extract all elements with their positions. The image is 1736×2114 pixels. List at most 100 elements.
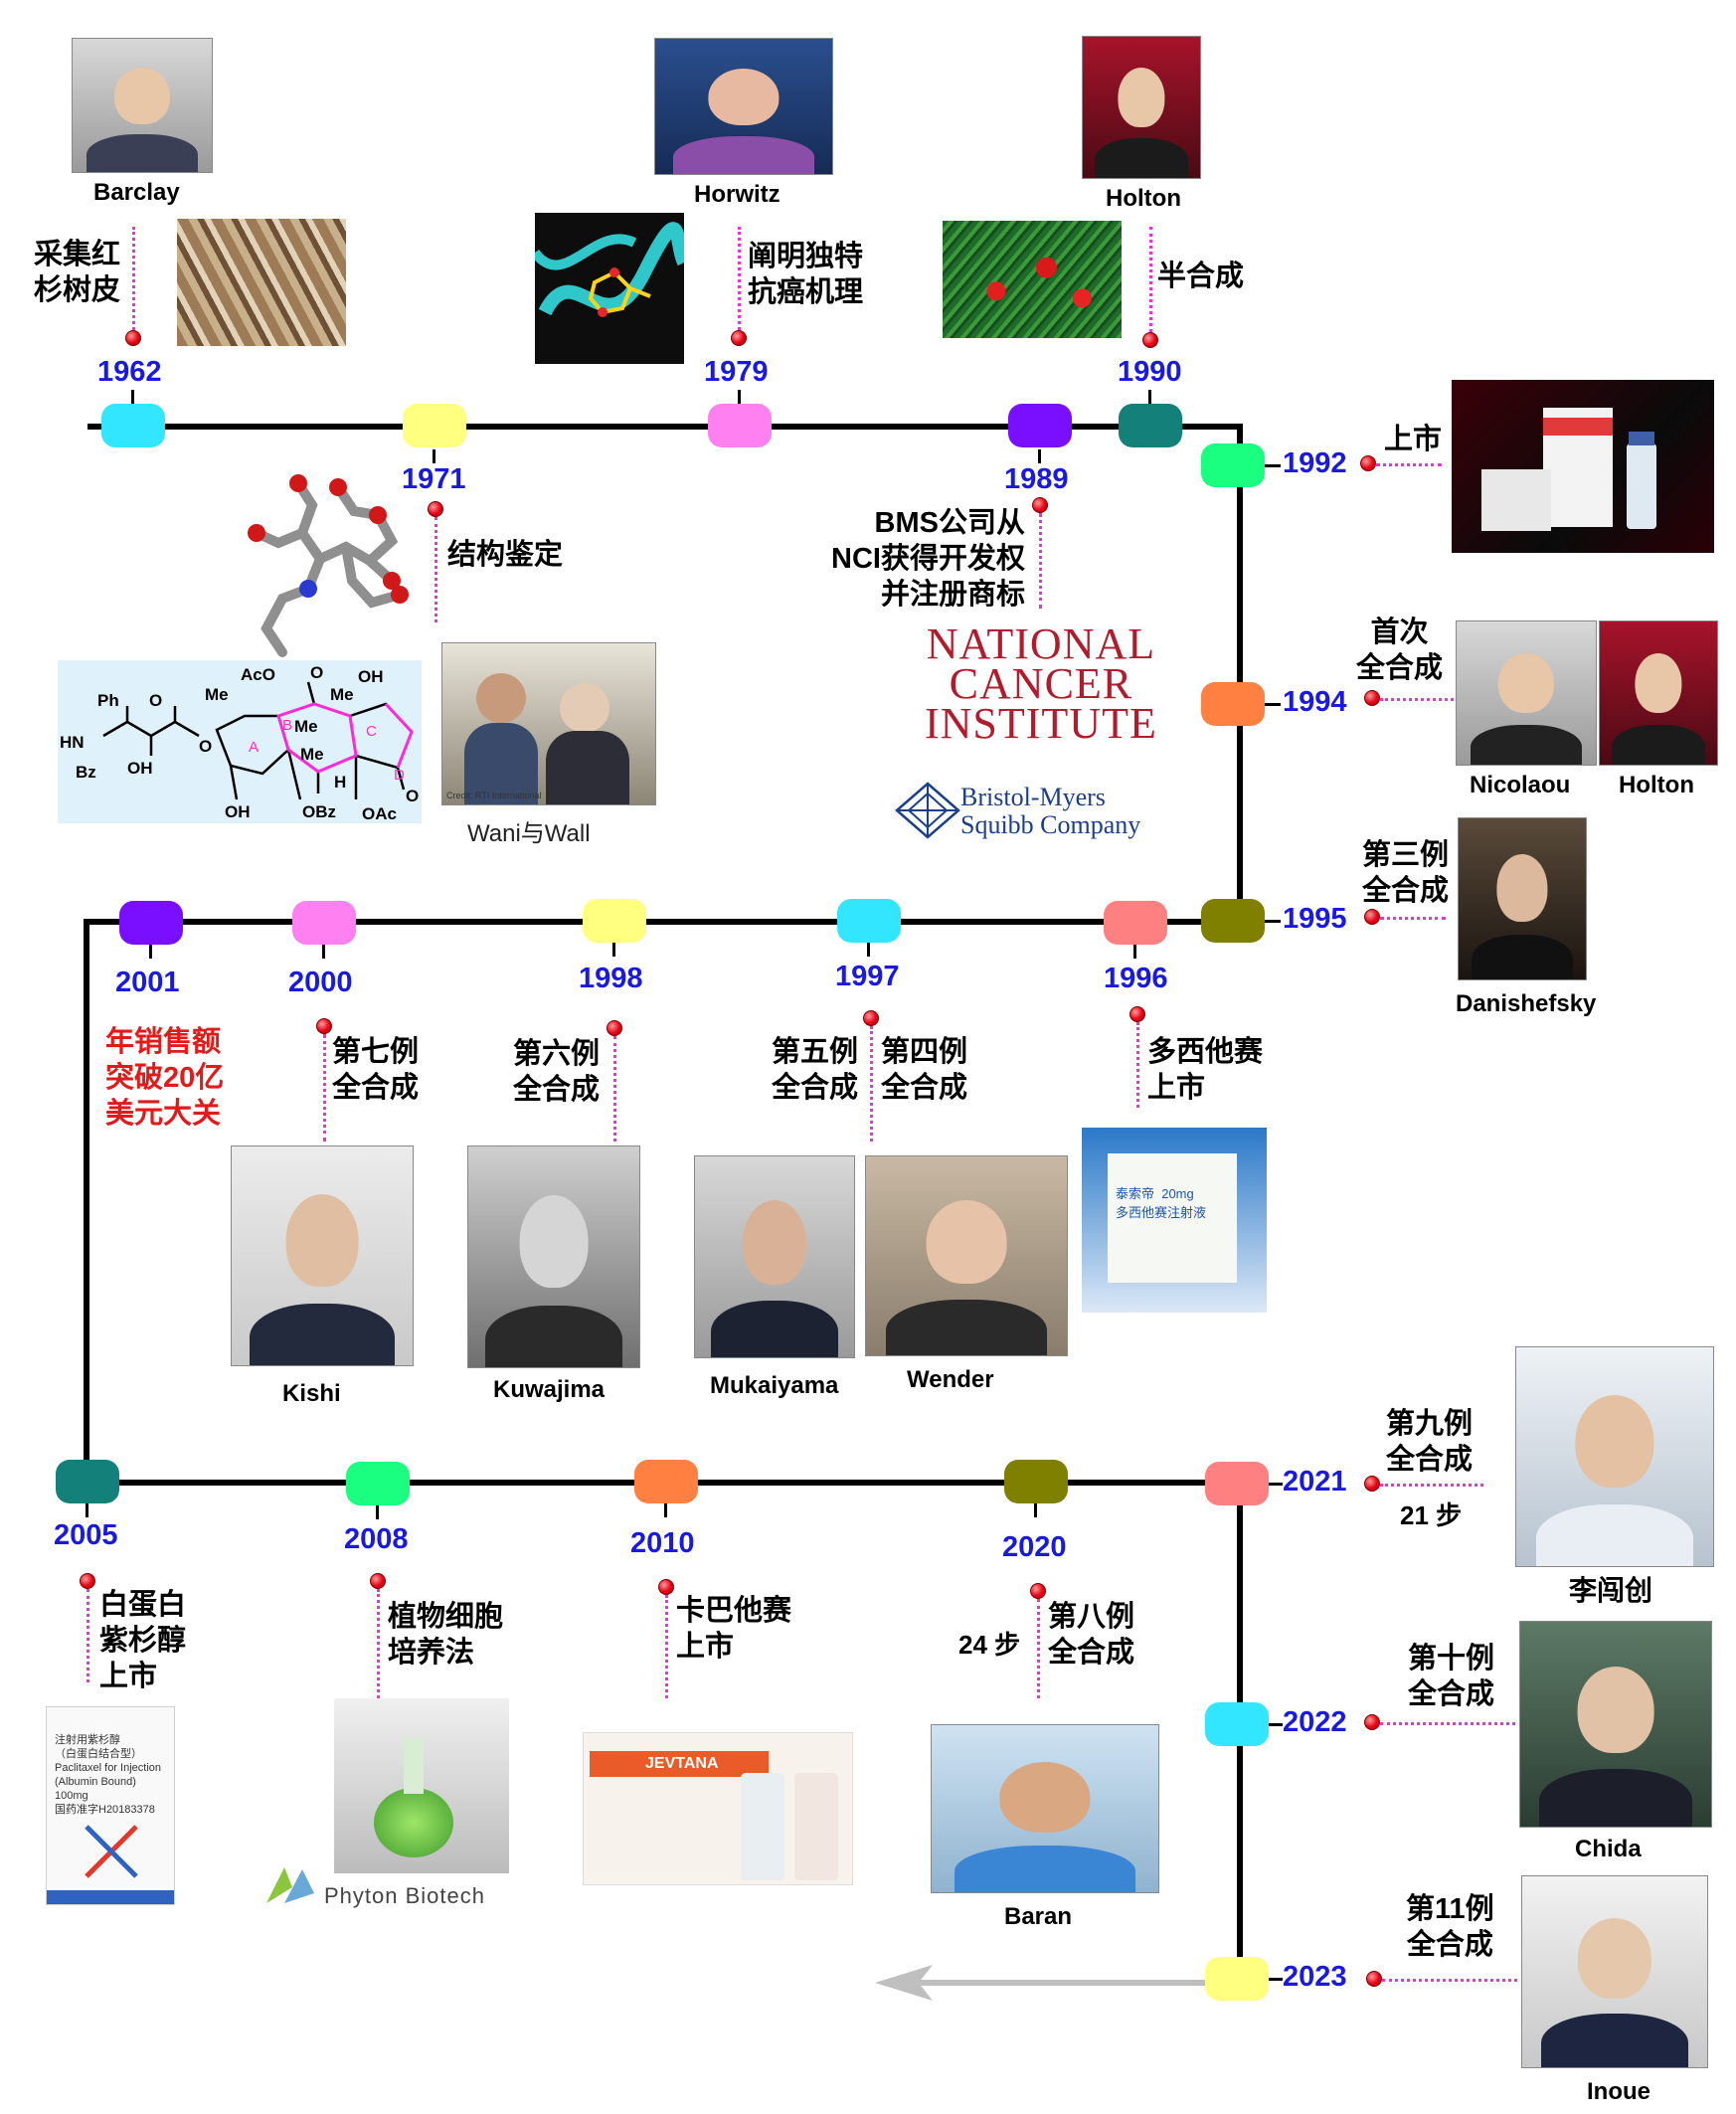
- name-nicolaou: Nicolaou: [1470, 772, 1571, 798]
- dotted-2005: [87, 1589, 89, 1682]
- timeline-right-vertical-1: [1237, 424, 1243, 925]
- event-1997-wender: 第四例 全合成: [881, 1036, 968, 1104]
- photo-holton-1990: [1082, 36, 1201, 179]
- wall-body: [546, 731, 629, 804]
- dotted-2022: [1380, 1722, 1515, 1725]
- name-danishefsky: Danishefsky: [1456, 990, 1597, 1017]
- name-inoue: Inoue: [1587, 2078, 1650, 2105]
- node-2022[interactable]: [1205, 1702, 1269, 1746]
- nci-logo: NATIONAL CANCER INSTITUTE: [925, 619, 1157, 748]
- tick-1998: [612, 943, 615, 957]
- event-2022: 第十例 全合成: [1408, 1643, 1495, 1710]
- structure-o3: O: [310, 663, 323, 682]
- pin-1995: [1364, 909, 1380, 925]
- abraxane-footer-bar: [47, 1890, 174, 1904]
- event-1979: 阐明独特 抗癌机理: [748, 241, 864, 308]
- year-1995: 1995: [1283, 903, 1347, 935]
- name-kishi: Kishi: [282, 1380, 341, 1407]
- node-2021[interactable]: [1205, 1462, 1269, 1505]
- event-2008: 植物细胞 培养法: [388, 1601, 504, 1669]
- dotted-1979: [738, 227, 741, 330]
- year-2021: 2021: [1283, 1466, 1347, 1497]
- dotted-1971: [434, 517, 437, 622]
- node-2020[interactable]: [1004, 1460, 1068, 1503]
- node-1989[interactable]: [1008, 404, 1072, 447]
- year-2008: 2008: [344, 1523, 409, 1555]
- node-1962[interactable]: [101, 404, 165, 447]
- structure-obz: OBz: [302, 802, 336, 821]
- bms-logo-text: Bristol-Myers Squibb Company: [960, 783, 1141, 839]
- timeline-row-2: [84, 919, 1243, 925]
- ring-a: A: [249, 739, 259, 756]
- node-1995[interactable]: [1201, 899, 1265, 943]
- event-2001: 年销售额 突破20亿 美元大关: [105, 1026, 225, 1130]
- node-1998[interactable]: [583, 899, 646, 943]
- year-1996: 1996: [1104, 963, 1168, 994]
- pin-1979: [731, 330, 747, 346]
- tick-1971: [433, 449, 435, 463]
- year-2023: 2023: [1283, 1961, 1347, 1993]
- taxol-box-stripe: [1543, 418, 1613, 436]
- tick-1979: [738, 390, 741, 404]
- event-1962: 采集红 杉树皮: [34, 239, 121, 306]
- structure-oh3: OH: [225, 802, 251, 821]
- tick-1995: [1265, 920, 1281, 923]
- node-1997[interactable]: [837, 899, 901, 943]
- pin-1989: [1032, 497, 1048, 513]
- event-1992: 上市: [1384, 424, 1443, 455]
- event-1996: 多西他赛 上市: [1147, 1036, 1264, 1104]
- node-2010[interactable]: [634, 1460, 698, 1503]
- bms-star-icon: [895, 782, 960, 839]
- pin-1994: [1364, 690, 1380, 706]
- name-baran: Baran: [1004, 1903, 1073, 1930]
- node-1992[interactable]: [1201, 443, 1265, 487]
- node-1990[interactable]: [1119, 404, 1182, 447]
- ligand-atom-2: [598, 307, 608, 317]
- pin-2023: [1366, 1971, 1382, 1987]
- structure-me1: Me: [205, 685, 229, 704]
- pin-2005: [80, 1573, 95, 1589]
- photo-inoue: [1521, 1875, 1708, 2068]
- node-2001[interactable]: [119, 901, 183, 945]
- photo-kishi: [231, 1145, 414, 1366]
- node-2005[interactable]: [56, 1460, 119, 1503]
- node-1994[interactable]: [1201, 682, 1265, 726]
- node-2000[interactable]: [292, 901, 356, 945]
- dotted-1996: [1136, 1022, 1139, 1108]
- jevtana-banner: [590, 1751, 769, 1777]
- dotted-1962: [132, 227, 135, 330]
- node-1979[interactable]: [708, 404, 772, 447]
- year-1990: 1990: [1118, 356, 1182, 388]
- dotted-2008: [377, 1589, 380, 1698]
- year-2020: 2020: [1002, 1531, 1067, 1563]
- caption-wani-wall: Wani与Wall: [467, 820, 591, 847]
- event-1990: 半合成: [1157, 261, 1245, 292]
- dotted-1990: [1149, 227, 1152, 332]
- dotted-1998: [613, 1036, 616, 1142]
- future-arrow: [875, 1965, 1213, 2001]
- tick-1996: [1133, 945, 1136, 959]
- pin-2008: [370, 1573, 386, 1589]
- bark-image: [177, 219, 346, 346]
- flask-neck: [404, 1738, 424, 1794]
- taxol-vial-cap: [1629, 432, 1654, 445]
- event-2021: 第九例 全合成: [1386, 1408, 1474, 1476]
- node-1996[interactable]: [1104, 901, 1167, 945]
- tick-1997: [867, 943, 870, 957]
- structure-h: H: [334, 773, 346, 792]
- node-1971[interactable]: [403, 404, 466, 447]
- tick-2020: [1034, 1503, 1037, 1517]
- yew-berries-image: [943, 221, 1122, 338]
- flask-liquid: [374, 1788, 453, 1857]
- node-2008[interactable]: [346, 1462, 410, 1505]
- year-2022: 2022: [1283, 1706, 1347, 1738]
- structure-ph: Ph: [97, 691, 119, 710]
- dna-helix-icon: [85, 1825, 138, 1878]
- name-holton-1990: Holton: [1106, 185, 1181, 212]
- event-2000: 第七例 全合成: [332, 1036, 420, 1104]
- year-1997: 1997: [835, 961, 900, 992]
- cell-culture-image: [334, 1698, 509, 1873]
- node-2023[interactable]: [1205, 1957, 1269, 2001]
- pin-2022: [1364, 1714, 1380, 1730]
- taxol-box-2: [1481, 469, 1551, 531]
